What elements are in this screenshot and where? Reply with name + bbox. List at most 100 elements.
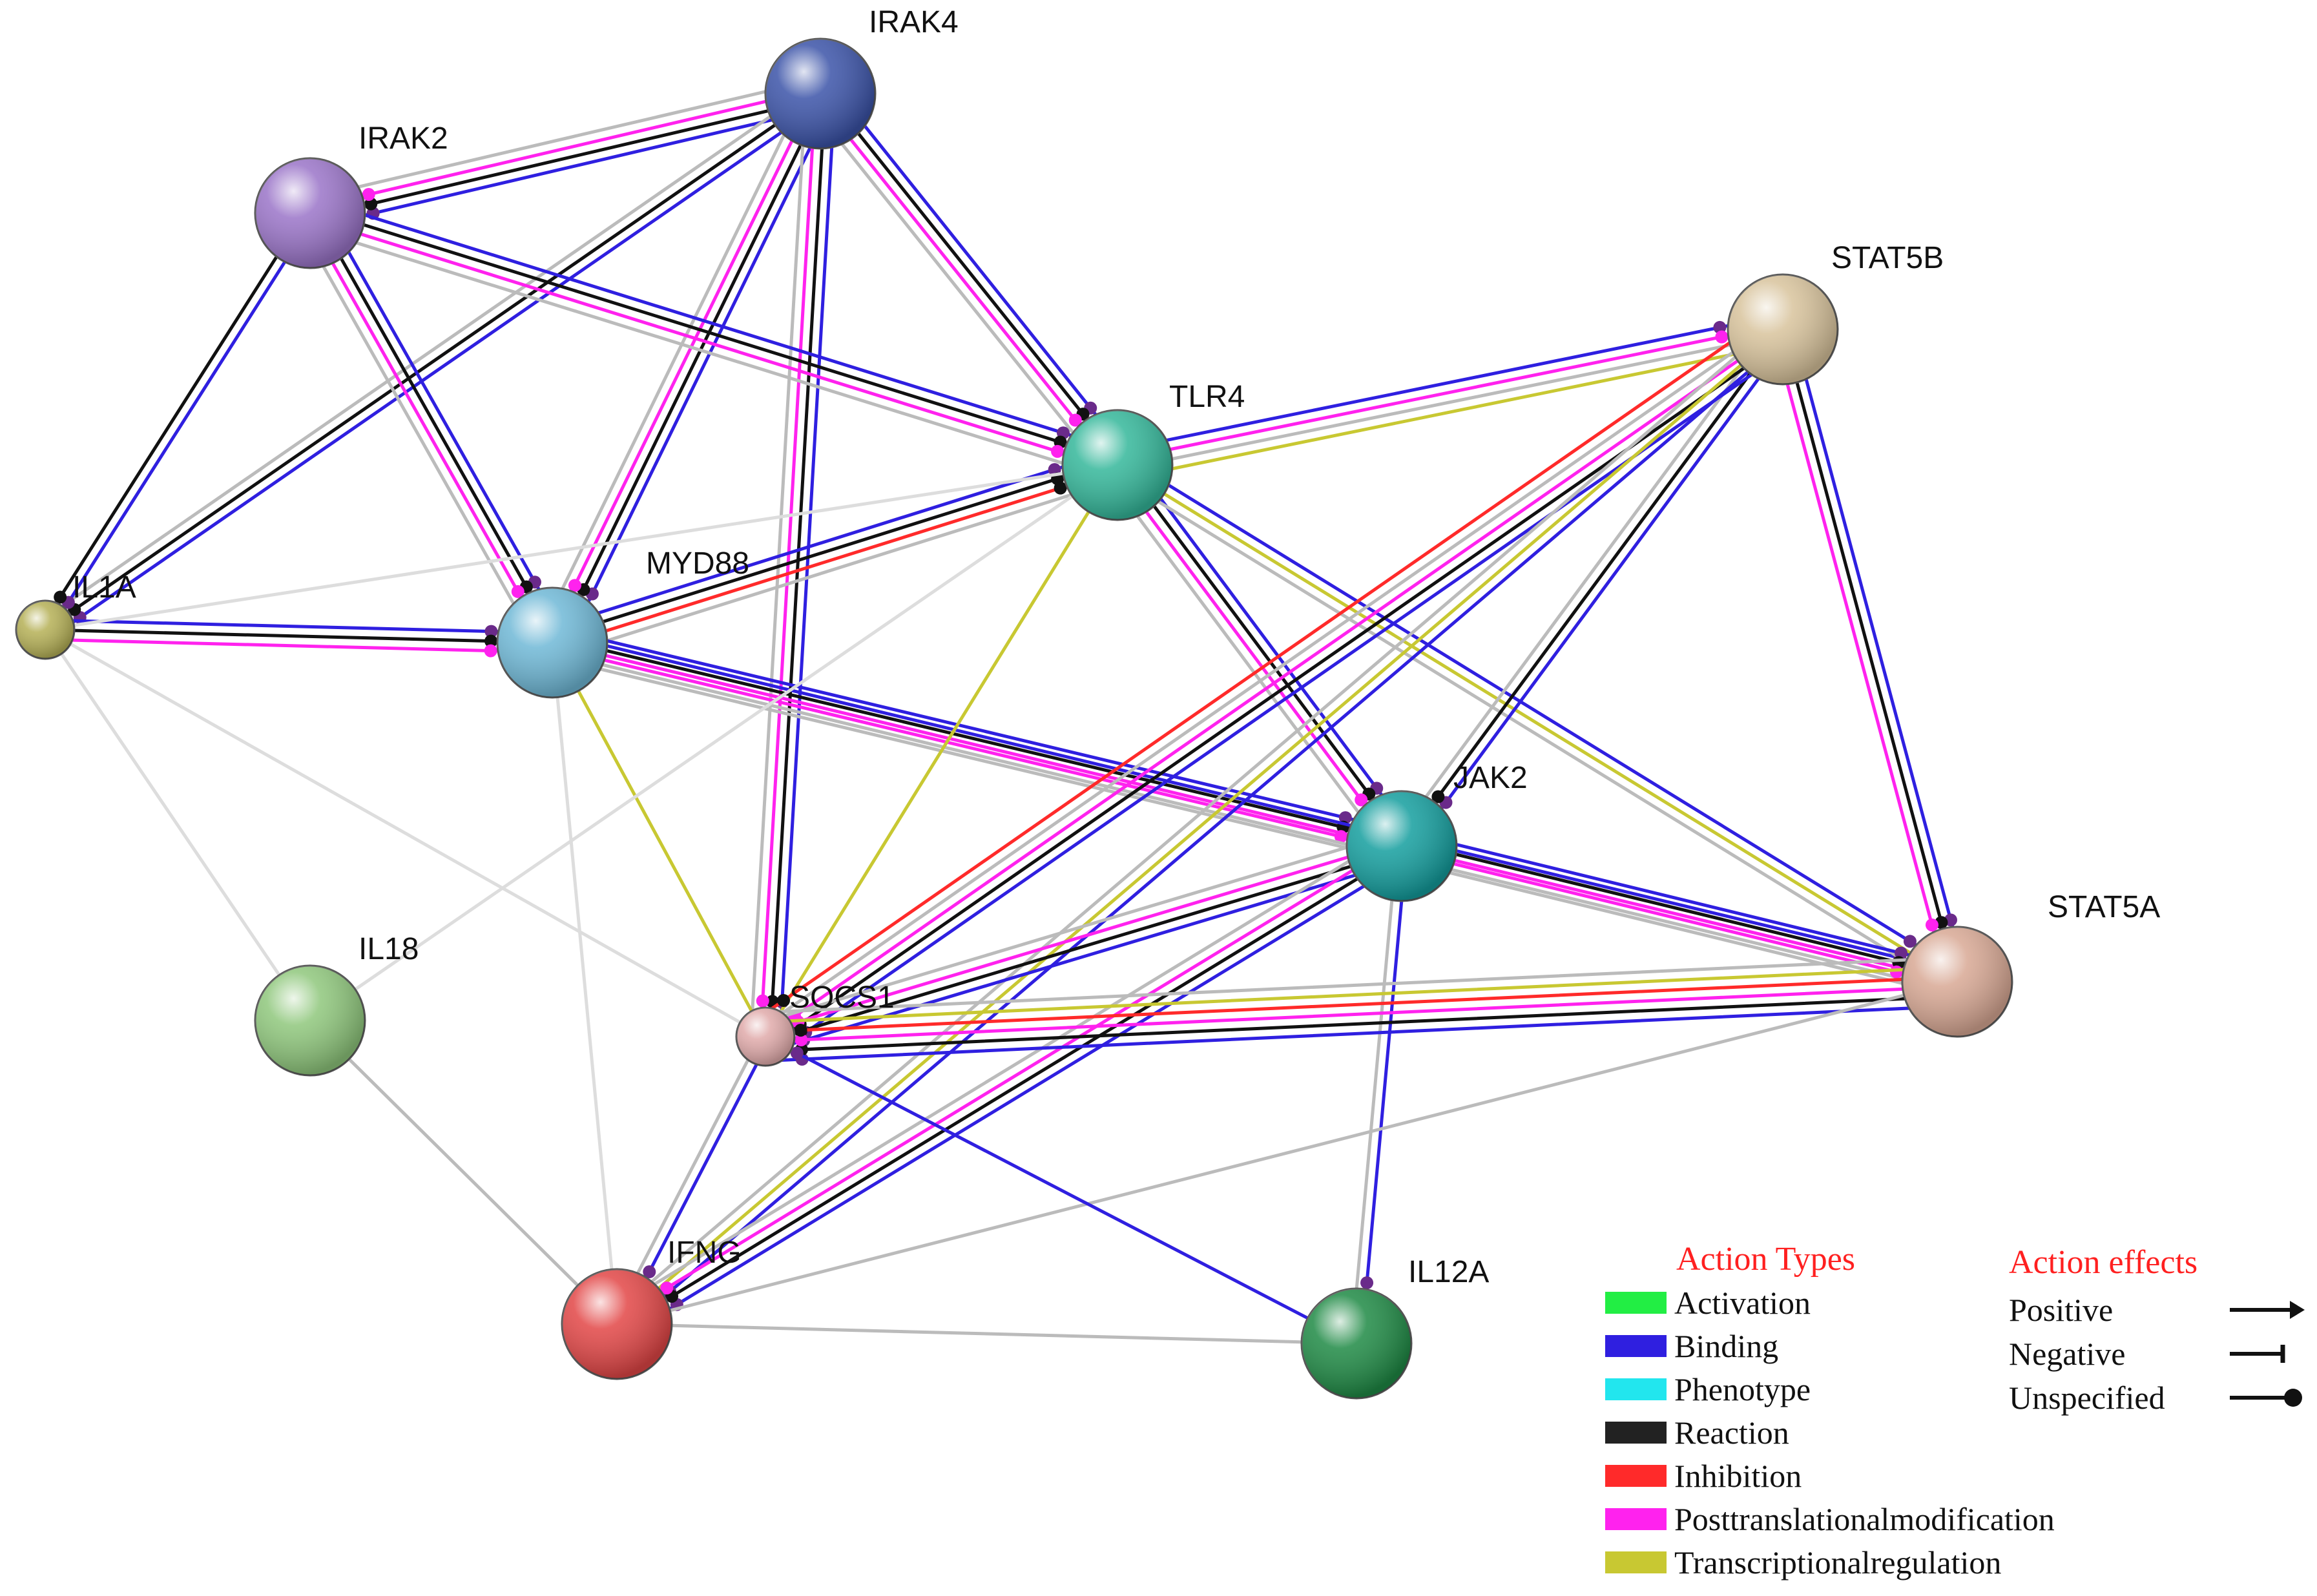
dot-end-icon	[2230, 1389, 2302, 1407]
legend-swatch	[1605, 1508, 1667, 1530]
node-tlr4[interactable]	[1061, 409, 1174, 521]
edge-irak4-irak2-reaction	[309, 96, 824, 220]
edge-myd88-jak2-binding	[554, 627, 1407, 834]
edge-jak2-ifng-ptm	[612, 840, 1401, 1322]
edge-irak4-il1a-binding	[49, 99, 828, 639]
edge-end-marker	[362, 188, 375, 202]
edge-myd88-stat5a-gray	[548, 650, 1957, 993]
legend-effect-negative: Negative	[2009, 1332, 2306, 1376]
node-il18[interactable]	[254, 964, 366, 1077]
edge-il1a-myd88-ptm	[43, 637, 554, 654]
node-label-il18: IL18	[358, 932, 419, 966]
edge-jak2-socs1-ptm	[762, 840, 1402, 1034]
edge-irak4-il1a-gray	[37, 84, 816, 624]
node-gloss	[1302, 1289, 1411, 1398]
edge-stat5b-socs1-inhibition	[753, 311, 1774, 1022]
edge-tlr4-stat5a-binding	[1121, 455, 1964, 975]
legend-type-label: Reaction	[1674, 1414, 1789, 1451]
edge-stat5b-jak2-gray	[1392, 322, 1777, 842]
legend-effect-unspecified: Unspecified	[2009, 1376, 2306, 1420]
edge-end-marker	[643, 1265, 656, 1279]
node-il1a[interactable]	[15, 599, 76, 660]
edge-irak4-irak2-ptm	[307, 87, 821, 211]
node-label-il12a: IL12A	[1408, 1255, 1489, 1289]
legend-type-label: Posttranslationalmodification	[1674, 1500, 2055, 1537]
edge-myd88-tlr4-reaction	[549, 459, 1118, 640]
arrow-right-icon	[2230, 1301, 2305, 1319]
edge-end-marker	[484, 644, 497, 658]
edge-tlr4-jak2-reaction	[1119, 461, 1408, 845]
node-gloss	[497, 588, 607, 698]
edge-end-marker	[777, 993, 791, 1007]
edge-stat5b-jak2-reaction	[1400, 327, 1785, 848]
edge-end-marker	[1889, 965, 1903, 979]
legend-type-6: Transcriptionalregulation	[1605, 1540, 2055, 1584]
edge-end-marker	[756, 994, 769, 1008]
node-myd88[interactable]	[496, 586, 608, 699]
legend-swatch	[1605, 1334, 1667, 1357]
legend-type-label: Phenotype	[1674, 1371, 1811, 1407]
edge-jak2-stat5a-gray	[1397, 858, 1956, 998]
legend-type-label: Activation	[1674, 1284, 1811, 1321]
edge-irak2-myd88-reaction	[313, 209, 559, 642]
node-label-jak2: JAK2	[1453, 761, 1528, 795]
edge-jak2-socs1-reaction	[765, 849, 1405, 1043]
edge-myd88-stat5a-ptm	[550, 641, 1959, 984]
node-ifng[interactable]	[561, 1268, 673, 1380]
legend-type-3: Reaction	[1605, 1411, 2055, 1454]
node-stat5b[interactable]	[1727, 273, 1839, 386]
node-gloss	[255, 966, 365, 1075]
edge-stat5a-ifng-gray	[615, 980, 1959, 1326]
node-irak2[interactable]	[254, 157, 366, 269]
node-label-myd88: MYD88	[646, 546, 749, 581]
node-il12a[interactable]	[1300, 1287, 1413, 1400]
edge-end-marker	[1054, 481, 1067, 495]
edge-myd88-jak2-reaction	[552, 636, 1405, 844]
edge-irak4-tlr4-gray	[807, 101, 1108, 476]
edge-tlr4-stat5b-ptm	[1115, 323, 1784, 462]
edge-tlr4-stat5b-gray	[1116, 332, 1785, 472]
edge-tlr4-stat5b-transcriptional	[1118, 342, 1787, 481]
edge-socs1-myd88-transcriptional	[550, 641, 767, 1039]
node-label-il1a: IL1A	[72, 570, 136, 605]
edge-irak2-il1a-binding	[47, 214, 316, 634]
edge-stat5a-socs1-reaction	[764, 994, 1960, 1053]
legend-effect-label: Unspecified	[2009, 1380, 2165, 1416]
edge-stat5b-jak2-binding	[1408, 333, 1792, 854]
edge-stat5a-socs1-inhibition	[764, 975, 1959, 1034]
edge-irak4-irak2-binding	[311, 106, 826, 229]
legend-type-2: Phenotype	[1605, 1367, 2055, 1411]
edge-end-marker	[795, 1033, 808, 1046]
edge-il1a-tlr4-lightgray	[43, 463, 1119, 632]
node-irak4[interactable]	[764, 37, 877, 150]
edge-stat5b-socs1-ptm	[764, 327, 1785, 1039]
edge-tlr4-jak2-binding	[1127, 455, 1415, 840]
legend-effect-label: Negative	[2009, 1336, 2126, 1372]
edge-end-marker	[1925, 918, 1938, 932]
edge-end-marker	[1051, 444, 1065, 458]
node-gloss	[255, 158, 365, 268]
edge-myd88-jak2-ptm	[549, 645, 1402, 853]
edge-end-marker	[1355, 793, 1368, 807]
node-gloss	[736, 1008, 795, 1066]
edge-irak4-myd88-binding	[563, 98, 835, 651]
edge-end-marker	[660, 1281, 674, 1295]
edge-myd88-ifng-lightgray	[550, 641, 619, 1326]
node-gloss	[765, 39, 875, 149]
legend-type-1: Binding	[1605, 1324, 2055, 1367]
edge-irak2-tlr4-reaction	[309, 207, 1121, 462]
edge-end-marker	[1360, 1276, 1374, 1290]
edge-irak2-myd88-ptm	[304, 214, 550, 647]
node-gloss	[1728, 275, 1838, 384]
node-socs1[interactable]	[735, 1006, 796, 1067]
edge-il12a-socs1-binding	[764, 1035, 1358, 1345]
legend-swatch	[1605, 1291, 1667, 1314]
edge-irak4-il1a-reaction	[43, 92, 822, 632]
edge-end-marker	[790, 1046, 804, 1060]
node-jak2[interactable]	[1346, 790, 1458, 902]
legend-type-5: Posttranslationalmodification	[1605, 1497, 2055, 1540]
edge-tlr4-stat5a-transcriptional	[1116, 463, 1959, 984]
node-stat5a[interactable]	[1901, 926, 2013, 1038]
edge-irak2-tlr4-ptm	[307, 216, 1118, 472]
